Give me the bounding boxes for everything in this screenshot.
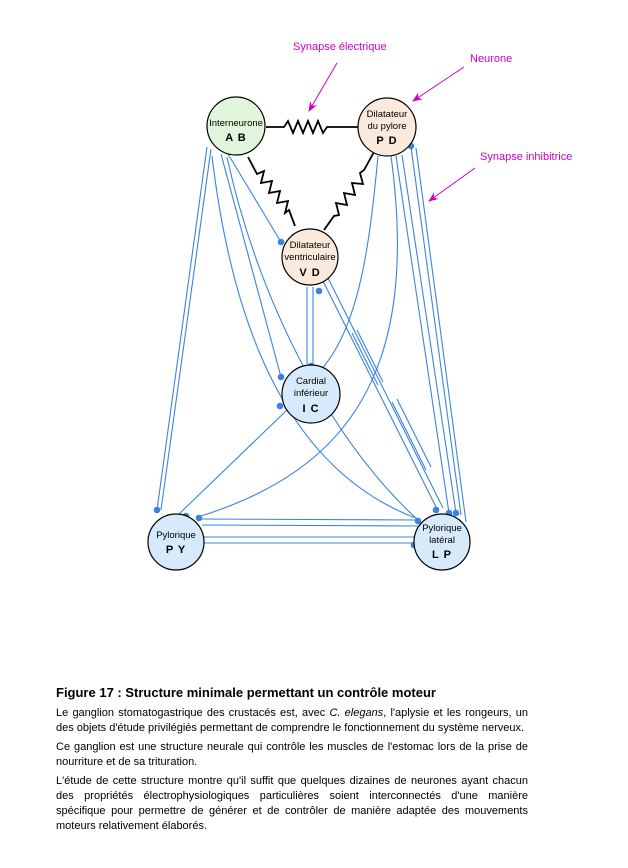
neuron-lp: Pylorique latéral L P bbox=[413, 513, 471, 571]
neuron-lp-name-line2: latéral bbox=[429, 535, 455, 546]
crossing-mark bbox=[351, 332, 379, 386]
neuron-py-name: Pylorique bbox=[156, 530, 196, 541]
neuron-lp-code: L P bbox=[432, 549, 452, 561]
neuron-pd-code: P D bbox=[376, 135, 397, 147]
callouts: Synapse électrique Neurone Synapse inhib… bbox=[293, 41, 572, 202]
caption-p1-after: , l'aplysie et les rongeurs, un des obje… bbox=[56, 707, 529, 734]
connection-pd-py bbox=[197, 155, 398, 518]
callout-arrow-neuron bbox=[412, 66, 465, 102]
electrical-synapse-ab-vd bbox=[247, 156, 296, 227]
connection-ab-py bbox=[156, 146, 208, 511]
connection-ab-lp bbox=[211, 155, 419, 520]
callout-electrical-synapse: Synapse électrique bbox=[293, 41, 387, 53]
callout-arrow-inhibitory bbox=[428, 167, 476, 202]
synapse-terminal bbox=[414, 517, 422, 525]
neuron-lp-name-line1: Pylorique bbox=[422, 523, 462, 534]
connection-ab-vd bbox=[227, 153, 282, 243]
electrical-synapse-pd-vd bbox=[323, 151, 375, 231]
synapse-terminal bbox=[432, 506, 440, 514]
synapse-terminal bbox=[452, 509, 460, 517]
neuron-ic-name-line1: Cardial bbox=[296, 376, 326, 387]
neuron-vd-name-line1: Dilatateur bbox=[290, 240, 331, 251]
crossing-mark bbox=[396, 398, 432, 468]
synapse-terminal bbox=[153, 506, 161, 514]
neurons: Interneurone A B Dilatateur du pylore P … bbox=[147, 96, 471, 571]
connection-lp-py bbox=[201, 524, 419, 527]
neuron-ic: Cardial inférieur I C bbox=[281, 364, 341, 424]
caption-paragraph-2: Ce ganglion est une structure neurale qu… bbox=[56, 741, 528, 768]
neuron-ic-name-line2: inférieur bbox=[294, 388, 328, 399]
neuron-pd-name-line2: du pylore bbox=[367, 121, 406, 132]
crossing-mark bbox=[391, 401, 427, 471]
neuron-ab-name: Interneurone bbox=[209, 118, 263, 129]
caption-paragraph-1: Le ganglion stomatogastrique des crustac… bbox=[56, 706, 528, 736]
crossing-mark bbox=[356, 329, 384, 383]
connection-ab-ic bbox=[220, 153, 282, 378]
connection-lp-pd bbox=[415, 147, 467, 523]
neuron-pd-name-line1: Dilatateur bbox=[367, 109, 408, 120]
connection-ic-py bbox=[177, 409, 288, 516]
caption-p1-before: Le ganglion stomatogastrique des crustac… bbox=[56, 707, 330, 719]
neuron-vd-name-line2: ventriculaire bbox=[284, 252, 335, 263]
connection-pd-lp bbox=[395, 155, 450, 514]
synapse-terminal bbox=[277, 238, 285, 246]
neuron-vd-code: V D bbox=[299, 267, 320, 279]
neuron-py-code: P Y bbox=[166, 544, 186, 556]
neuron-ab: Interneurone A B bbox=[206, 96, 266, 156]
electrical-synapse-ab-pd bbox=[266, 118, 358, 136]
synapse-terminal bbox=[195, 514, 203, 522]
neuron-py: Pylorique P Y bbox=[147, 513, 205, 571]
synapse-terminal bbox=[315, 287, 323, 295]
callout-inhibitory-synapse: Synapse inhibitrice bbox=[480, 151, 572, 163]
connection-pd-lp bbox=[401, 154, 457, 514]
inhibitory-connections bbox=[156, 146, 467, 544]
synapse-terminal bbox=[277, 373, 285, 381]
synapse-terminal bbox=[276, 402, 284, 410]
neuron-vd: Dilatateur ventriculaire V D bbox=[281, 228, 339, 286]
connection-lp-pd bbox=[410, 146, 462, 516]
connection-lp-py bbox=[199, 518, 418, 521]
connection-pd-ic bbox=[317, 155, 379, 374]
neuron-pd: Dilatateur du pylore P D bbox=[357, 97, 417, 157]
connection-ab-lp bbox=[226, 156, 420, 522]
caption-p1-species: C. elegans bbox=[329, 707, 384, 719]
neuron-ab-code: A B bbox=[225, 132, 247, 144]
neural-circuit-diagram: Synapse électrique Neurone Synapse inhib… bbox=[147, 41, 572, 571]
callout-arrow-electrical bbox=[308, 62, 338, 112]
caption-paragraph-3: L'étude de cette structure montre qu'il … bbox=[56, 775, 528, 832]
connection-vd-lp bbox=[321, 278, 439, 512]
callout-neuron: Neurone bbox=[470, 53, 512, 65]
connection-ab-py bbox=[160, 148, 212, 511]
figure-caption: Figure 17 : Structure minimale permettan… bbox=[56, 685, 528, 838]
connection-vd-lp bbox=[326, 275, 444, 509]
electrical-synapses bbox=[247, 118, 375, 231]
neuron-ic-code: I C bbox=[302, 403, 319, 415]
figure-title: Figure 17 : Structure minimale permettan… bbox=[56, 685, 436, 700]
